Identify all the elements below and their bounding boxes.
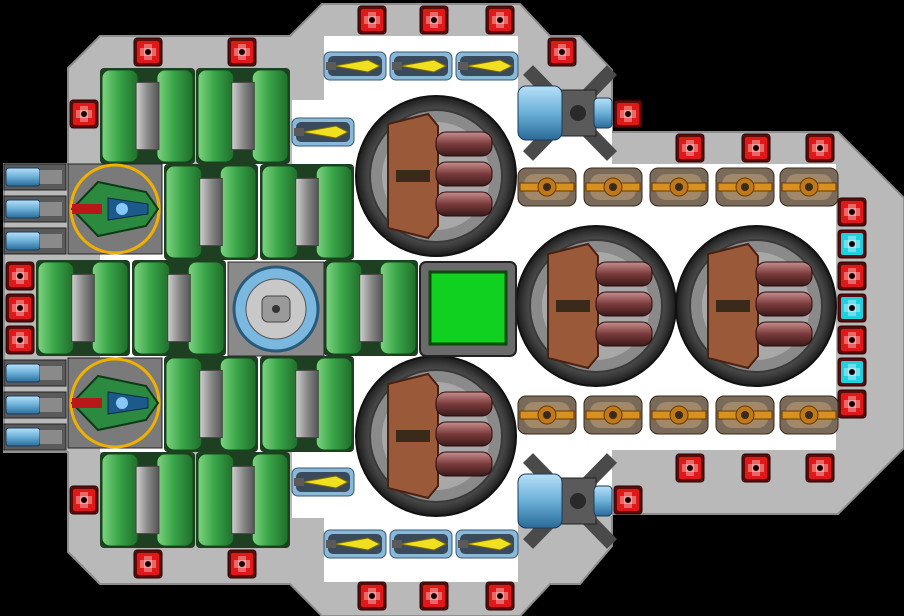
fuel-tank-block [164, 164, 258, 260]
red-module[interactable] [5, 261, 35, 291]
fuel-tank-block [196, 452, 290, 548]
fuel-tank-block [36, 260, 130, 356]
orange-connector[interactable] [715, 395, 775, 435]
red-module[interactable] [5, 325, 35, 355]
turret-bottom[interactable] [355, 355, 517, 517]
red-module[interactable] [485, 5, 515, 35]
red-module-layer [5, 5, 867, 611]
side-engine[interactable] [3, 227, 67, 255]
orange-connector[interactable] [779, 167, 839, 207]
yellow-thruster[interactable] [389, 51, 453, 81]
fuel-tank-block [260, 164, 354, 260]
red-module[interactable] [837, 197, 867, 227]
cyan-module[interactable] [837, 229, 867, 259]
red-module[interactable] [675, 133, 705, 163]
side-engine[interactable] [3, 423, 67, 451]
orange-connector[interactable] [649, 395, 709, 435]
fuel-tank-block [324, 260, 418, 356]
red-module[interactable] [227, 37, 257, 67]
red-module[interactable] [837, 261, 867, 291]
red-module[interactable] [547, 37, 577, 67]
fuel-tank-block [100, 452, 195, 548]
red-module[interactable] [133, 37, 163, 67]
red-module[interactable] [837, 389, 867, 419]
red-module[interactable] [837, 325, 867, 355]
red-module[interactable] [133, 549, 163, 579]
orange-connector[interactable] [583, 395, 643, 435]
yellow-thruster[interactable] [291, 467, 355, 497]
yellow-thruster[interactable] [389, 529, 453, 559]
red-module[interactable] [805, 133, 835, 163]
orange-connector[interactable] [779, 395, 839, 435]
reactor-dome[interactable] [227, 261, 325, 357]
thruster-layer [291, 51, 519, 559]
fuel-tank-block [196, 68, 290, 164]
red-module[interactable] [741, 133, 771, 163]
side-engine[interactable] [3, 359, 67, 387]
orange-connector[interactable] [649, 167, 709, 207]
red-module[interactable] [741, 453, 771, 483]
fuel-tank-layer [36, 68, 418, 548]
turret-mid[interactable] [515, 225, 677, 387]
red-module[interactable] [69, 99, 99, 129]
turret-right[interactable] [675, 225, 837, 387]
turret-top[interactable] [355, 95, 517, 257]
engine-layer [3, 65, 618, 549]
red-module[interactable] [485, 581, 515, 611]
orange-connector[interactable] [715, 167, 775, 207]
cyan-module[interactable] [837, 357, 867, 387]
yellow-thruster[interactable] [323, 529, 387, 559]
red-module[interactable] [69, 485, 99, 515]
red-module[interactable] [419, 5, 449, 35]
red-module[interactable] [419, 581, 449, 611]
blue-engine-top[interactable] [517, 65, 618, 161]
side-engine[interactable] [3, 391, 67, 419]
red-module[interactable] [227, 549, 257, 579]
cockpit-bottom[interactable] [67, 357, 163, 449]
red-module[interactable] [613, 485, 643, 515]
red-module[interactable] [5, 293, 35, 323]
red-module[interactable] [805, 453, 835, 483]
connector-layer [517, 167, 839, 435]
blue-engine-bottom[interactable] [517, 453, 618, 549]
fuel-tank-block [164, 356, 258, 452]
cockpit-top[interactable] [67, 163, 163, 255]
orange-connector[interactable] [583, 167, 643, 207]
red-module[interactable] [675, 453, 705, 483]
fuel-tank-block [132, 260, 226, 356]
yellow-thruster[interactable] [323, 51, 387, 81]
side-engine[interactable] [3, 163, 67, 191]
cyan-module[interactable] [837, 293, 867, 323]
side-engine[interactable] [3, 195, 67, 223]
orange-connector[interactable] [517, 167, 577, 207]
fuel-tank-block [100, 68, 195, 164]
yellow-thruster[interactable] [291, 117, 355, 147]
turret-layer [355, 95, 837, 517]
yellow-thruster[interactable] [455, 51, 519, 81]
red-module[interactable] [613, 99, 643, 129]
orange-connector[interactable] [517, 395, 577, 435]
core-module[interactable] [419, 261, 517, 357]
red-module[interactable] [357, 581, 387, 611]
fuel-tank-block [260, 356, 354, 452]
red-module[interactable] [357, 5, 387, 35]
yellow-thruster[interactable] [455, 529, 519, 559]
misc-layer [67, 163, 517, 449]
